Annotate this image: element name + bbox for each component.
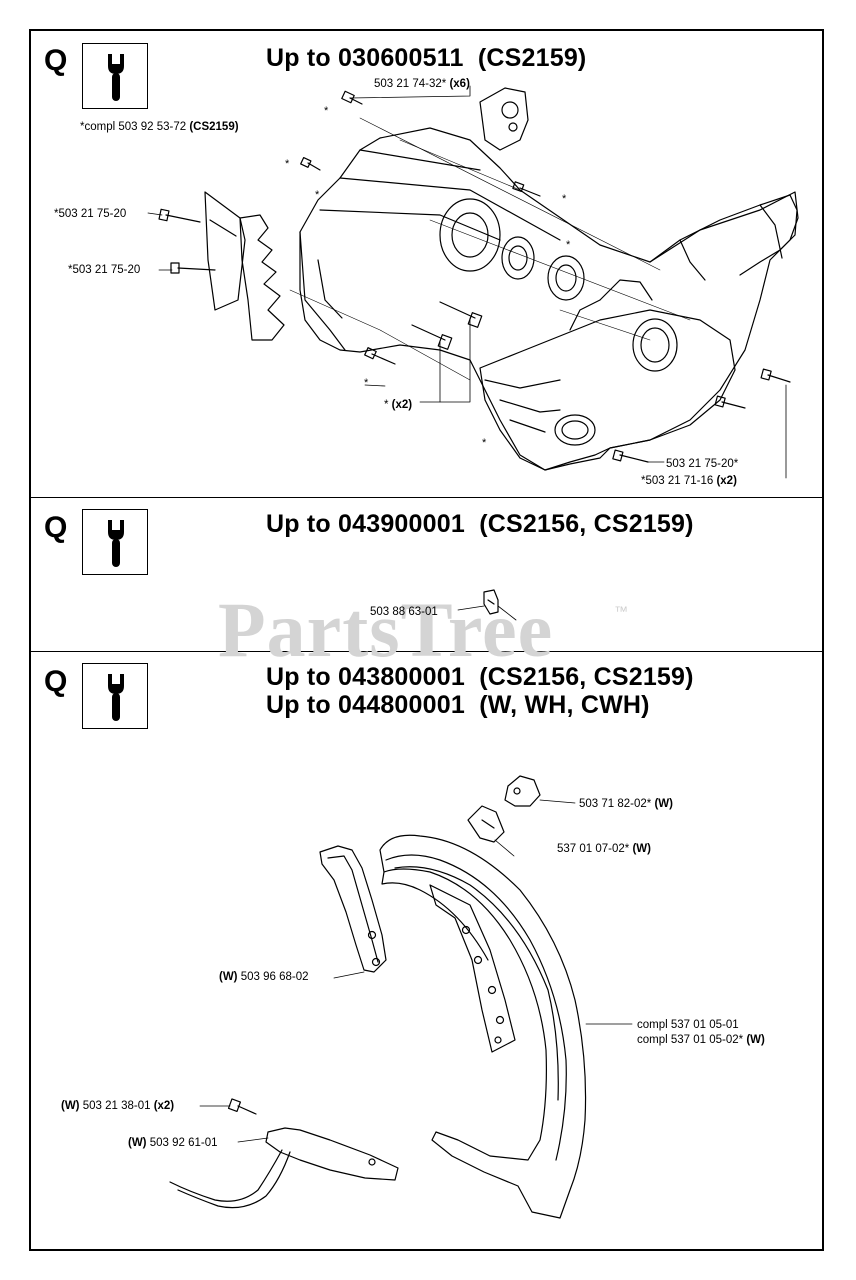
- section-divider: [29, 497, 824, 498]
- page-frame: [29, 29, 824, 1251]
- part-marker: *: [364, 377, 369, 389]
- part-label: 503 71 82-02* (W): [579, 798, 673, 810]
- part-label: 503 21 74-32* (x6): [374, 78, 470, 90]
- crank-bearing: [502, 237, 534, 279]
- wire-cable: [170, 1150, 282, 1201]
- part-label: *503 21 75-20: [68, 264, 141, 276]
- part-label: (W) 503 96 68-02: [219, 971, 309, 983]
- spike-bumper: [240, 215, 284, 340]
- section-title: Up to 043800001 (CS2156, CS2159): [266, 663, 694, 691]
- guard-plate: [266, 1128, 398, 1180]
- heat-shield: [205, 192, 245, 310]
- wrench-info-icon: [82, 43, 148, 109]
- part-label: * (x2): [384, 399, 413, 411]
- wrench-info-icon: [82, 509, 148, 575]
- section-divider: [29, 651, 824, 652]
- part-label: *503 21 71-16 (x2): [641, 475, 737, 487]
- handle-brace: [320, 846, 386, 972]
- part-label: compl 537 01 05-01: [637, 1019, 739, 1031]
- section-letter: Q: [44, 44, 68, 77]
- section-letter: Q: [44, 665, 68, 698]
- part-label: (W) 503 92 61-01: [128, 1137, 218, 1149]
- part-label: (W) 503 21 38-01 (x2): [61, 1100, 175, 1112]
- part-marker: *: [285, 158, 290, 170]
- part-marker: *: [562, 193, 567, 205]
- part-marker: *: [566, 239, 571, 251]
- handle-clamp: [468, 806, 504, 842]
- part-label: 503 88 63-01: [370, 606, 438, 618]
- assembly-note: *compl 503 92 53-72 (CS2159): [80, 121, 239, 133]
- part-label: 537 01 07-02* (W): [557, 843, 651, 855]
- part-marker: *: [324, 105, 329, 117]
- part-marker: *: [482, 437, 487, 449]
- part-label: *503 21 75-20: [54, 208, 127, 220]
- section-title-line2: Up to 044800001 (W, WH, CWH): [266, 691, 650, 719]
- watermark-trademark: ™: [614, 603, 628, 619]
- part-marker: *: [315, 189, 320, 201]
- part-label: 503 21 75-20*: [666, 458, 739, 470]
- section-letter: Q: [44, 511, 68, 544]
- section-title: Up to 030600511 (CS2159): [266, 44, 587, 72]
- crank-bearing: [548, 256, 584, 300]
- handle-bracket: [505, 776, 540, 806]
- clip-part: [484, 590, 498, 614]
- part-label: compl 537 01 05-02* (W): [637, 1034, 765, 1046]
- watermark: PartsTree: [218, 586, 554, 673]
- crankcase-housing: [300, 128, 798, 470]
- crankcase-front-half: [480, 310, 735, 470]
- section-title: Up to 043900001 (CS2156, CS2159): [266, 510, 694, 538]
- wrench-info-icon: [82, 663, 148, 729]
- front-handlebar: [380, 835, 586, 1218]
